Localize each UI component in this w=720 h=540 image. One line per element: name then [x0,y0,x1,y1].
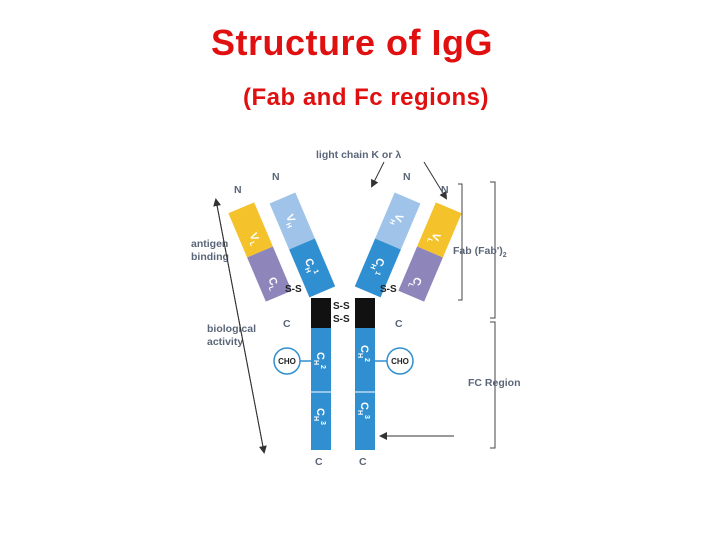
c-terminal-light-left: C [283,318,291,330]
left-heavy-chain-fab: VH CH1 [269,192,336,298]
right-cho-label: CHO [391,357,409,366]
left-fc-stem [311,328,331,450]
light-chain-label: light chain K or λ [316,149,401,161]
left-vh-domain [269,192,315,250]
fab-outer-bracket [490,181,496,319]
left-light-chain: VL CL [228,202,292,302]
right-cl-domain [398,246,443,302]
left-vl-domain [228,202,273,258]
svg-text:CH1: CH1 [367,255,387,276]
right-ch3-label: CH3 [356,402,370,419]
biological-activity-label-1: biological [207,323,256,335]
biological-activity-label-2: activity [207,336,243,348]
fab-label: Fab (Fab')2 [453,245,507,259]
hinge-disulfide-1: S-S [333,301,350,312]
light-chain-arrow-right [423,161,448,200]
c-terminal-heavy-right: C [359,456,367,468]
left-ch2-label: CH2 [312,352,326,369]
right-vl-domain [417,202,462,258]
n-terminal-heavy-right: N [403,171,411,183]
right-fc-stem [355,328,375,450]
left-ch3-label: CH3 [312,408,326,425]
left-cho-label: CHO [278,357,296,366]
biological-activity-arrow [215,199,267,454]
right-light-chain: VL CL [398,202,462,302]
svg-text:VL: VL [425,230,443,247]
antigen-binding-label-2: binding [191,251,229,263]
right-ch2-label: CH2 [356,345,370,362]
right-light-heavy-disulfide: S-S [380,284,397,295]
svg-text:CL: CL [406,274,424,291]
page-title: Structure of IgG [210,22,493,63]
left-cl-domain [247,246,292,302]
n-terminal-light-left: N [234,184,242,196]
antigen-binding-label-1: antigen [191,238,228,250]
hinge-disulfide-2: S-S [333,314,350,325]
right-hinge [355,298,375,328]
right-ch1-domain [354,238,401,298]
left-ch1-domain [289,238,336,298]
left-light-heavy-disulfide: S-S [285,284,302,295]
fab-inner-bracket [458,183,463,301]
c-terminal-light-right: C [395,318,403,330]
left-hinge [311,298,331,328]
fc-region-label: FC Region [468,377,521,389]
light-chain-arrow-left [371,161,385,188]
n-terminal-heavy-left: N [272,171,280,183]
fc-bracket [490,321,496,449]
c-terminal-heavy-left: C [315,456,323,468]
page-subtitle: (Fab and Fc regions) [242,84,489,111]
right-heavy-chain-fab: VH CH1 [354,192,421,298]
svg-text:VH: VH [387,211,405,228]
right-vh-domain [375,192,421,250]
n-terminal-light-right: N [441,184,449,196]
